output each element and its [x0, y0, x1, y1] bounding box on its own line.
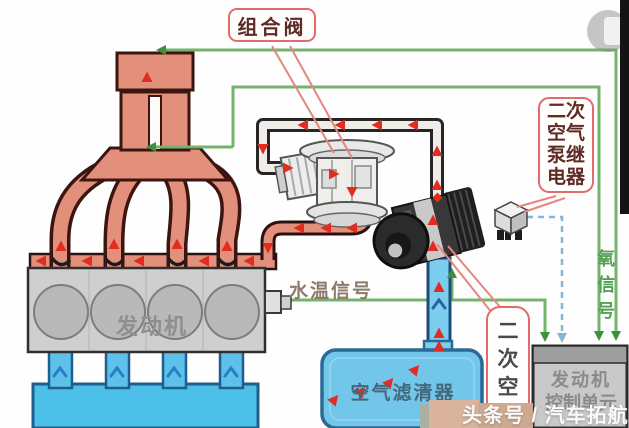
combo-valve-label: 组合阀 [228, 8, 316, 42]
air-pump-relay-label: 二次空气泵继电器 [538, 97, 594, 193]
exhaust-stack [78, 51, 232, 182]
water-temp-signal-label: 水温信号 [289, 281, 374, 302]
ecu-box [531, 344, 629, 428]
engine-block [26, 266, 292, 354]
flow-arrows-red [35, 71, 445, 407]
callout-lines [271, 45, 566, 319]
piston-circle [33, 284, 89, 340]
watermark-text: 头条号 / 汽车拓航者 [462, 405, 629, 427]
piston-circle [147, 284, 203, 340]
ecu-label-line2: 控制单元 [545, 393, 617, 413]
rail-nozzles [50, 256, 238, 267]
piston-circle [204, 284, 260, 340]
wire-oxygen-signal-inner [231, 85, 601, 334]
air-filter-label: 空气滤清器 [350, 383, 456, 404]
wire-water-temp-signal [290, 278, 547, 332]
air-pump-device [372, 187, 486, 270]
piston-circle [90, 284, 146, 340]
watermark-patch [429, 400, 479, 428]
watermark-patch [420, 404, 430, 428]
oxygen-signal-label: 氧信号 [597, 249, 615, 321]
ecu-label-line1: 发动机 [551, 370, 611, 390]
wire-relay-dashed [527, 215, 564, 336]
relay-device [493, 201, 529, 240]
flow-arrow-dashed [557, 333, 567, 343]
right-edge-bar [620, 0, 629, 214]
filter-riser-pipe [426, 256, 452, 356]
engine-label: 发动机 [115, 314, 188, 339]
combination-valve-device [274, 139, 395, 228]
watermark-patch [478, 403, 533, 428]
water-temp-sensor [264, 290, 282, 314]
intake-duct [31, 348, 260, 428]
